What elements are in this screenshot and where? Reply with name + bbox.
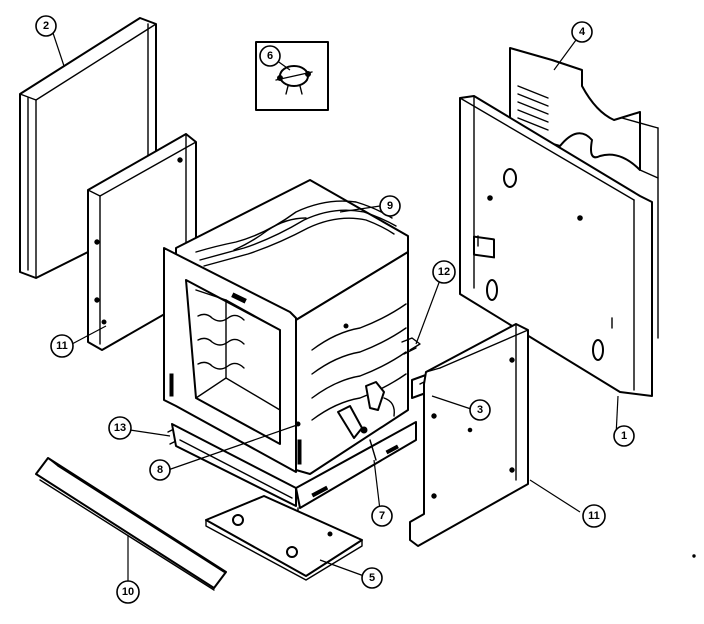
callout-4: 4 — [571, 21, 593, 43]
callout-12-label: 12 — [438, 266, 450, 278]
callout-4-label: 4 — [579, 26, 586, 38]
callout-11-right-label: 11 — [588, 510, 600, 522]
callout-13-label: 13 — [114, 422, 126, 434]
callout-3-label: 3 — [477, 404, 483, 416]
callout-8-label: 8 — [157, 464, 163, 476]
callout-2: 2 — [35, 15, 57, 37]
part-12-clip — [401, 337, 421, 355]
part-5-bottom-plate — [205, 495, 363, 581]
callout-8: 8 — [149, 459, 171, 481]
callout-11-left: 11 — [50, 334, 74, 358]
stray-dot — [692, 554, 696, 558]
callout-5: 5 — [361, 567, 383, 589]
oven-cavity — [163, 179, 409, 475]
callout-2-label: 2 — [43, 20, 49, 32]
callout-6: 6 — [259, 45, 281, 67]
callout-3: 3 — [469, 399, 491, 421]
right-side-panel — [409, 323, 529, 547]
callout-9: 9 — [379, 195, 401, 217]
callout-11-right: 11 — [582, 504, 606, 528]
bottom-base-frame — [171, 421, 417, 521]
callout-6-label: 6 — [267, 50, 273, 62]
callout-5-label: 5 — [369, 572, 375, 584]
callout-12: 12 — [432, 260, 456, 284]
callout-13: 13 — [108, 416, 132, 440]
callout-11-left-label: 11 — [56, 340, 68, 352]
callout-10-label: 10 — [122, 586, 134, 598]
callout-7-label: 7 — [379, 510, 385, 522]
part-7-igniter — [337, 381, 395, 461]
rear-back-panel — [459, 95, 653, 397]
callout-1: 1 — [613, 425, 635, 447]
callout-1-label: 1 — [621, 430, 627, 442]
part-10-front-trim — [35, 457, 227, 591]
callout-7: 7 — [371, 505, 393, 527]
callout-10: 10 — [116, 580, 140, 604]
callout-9-label: 9 — [387, 200, 393, 212]
